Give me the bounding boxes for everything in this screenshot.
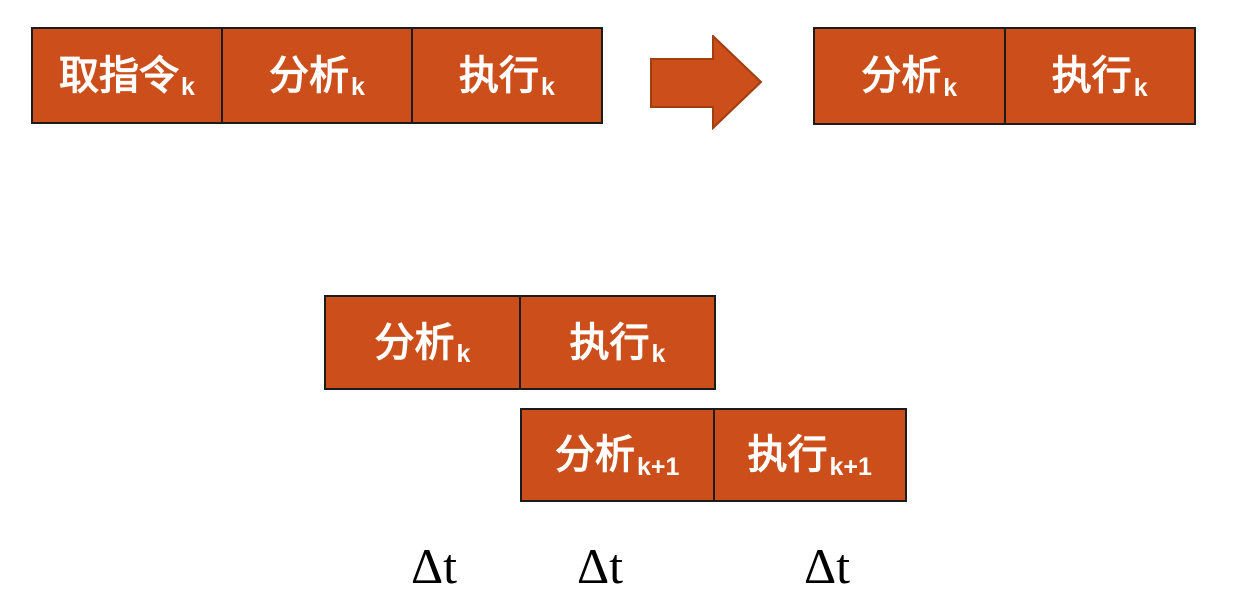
delta-t-label: Δt [410,538,458,594]
right-arrow-icon [650,33,763,131]
delta-t-label: Δt [576,538,624,594]
stage-label: 分析 [555,432,636,477]
stage-label: 分析 [374,319,455,365]
stage-label: 执行 [1051,53,1132,98]
stage-subscript: k+1 [637,452,680,481]
stage-label: 分析 [861,53,942,98]
stage-subscript: k [181,73,195,101]
stage-subscript: k [541,73,555,101]
stage-label: 执行 [459,52,540,98]
stage-subscript: k [351,73,365,101]
stage-label: 分析 [269,52,350,98]
stage-subscript: k [1133,73,1148,102]
stage-subscript: k [456,340,471,368]
stage-subscript: k+1 [829,452,872,481]
stage-label: 取指令 [59,52,180,98]
stage-subscript: k [651,340,666,368]
stage-label: 执行 [747,432,828,477]
stage-label: 执行 [569,319,650,365]
stage-subscript: k [943,73,958,102]
delta-t-label: Δt [803,538,851,594]
